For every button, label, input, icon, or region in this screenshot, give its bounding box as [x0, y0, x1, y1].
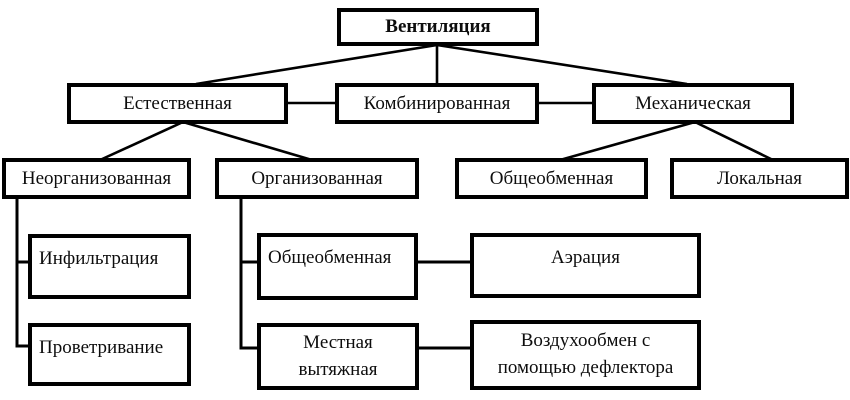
node-aeration: Аэрация — [470, 233, 701, 298]
node-unorganized: Неорганизованная — [2, 158, 191, 199]
node-infiltration: Инфильтрация — [28, 234, 191, 299]
node-organized-label: Организованная — [251, 167, 383, 189]
node-ventilation: Вентиляция — [337, 8, 539, 46]
node-combined-label: Комбинированная — [363, 92, 511, 114]
node-deflector-air-exchange-label: Воздухообмен с помощью дефлектора — [497, 330, 674, 378]
node-general-exchange-organized: Общеобменная — [257, 233, 418, 300]
node-general-exchange-organized-label: Общеобменная — [268, 247, 392, 268]
node-aeration-label: Аэрация — [551, 247, 620, 268]
node-airing-label: Проветривание — [39, 337, 164, 358]
node-general-exchange-mechanical: Общеобменная — [455, 158, 648, 199]
node-mechanical-label: Механическая — [635, 92, 751, 114]
node-infiltration-label: Инфильтрация — [39, 248, 159, 269]
node-unorganized-label: Неорганизованная — [21, 167, 172, 189]
node-airing: Проветривание — [28, 323, 191, 386]
node-mechanical: Механическая — [592, 83, 794, 124]
node-combined: Комбинированная — [335, 83, 539, 124]
node-ventilation-label: Вентиляция — [385, 16, 491, 38]
node-deflector-air-exchange: Воздухообмен с помощью дефлектора — [470, 320, 701, 390]
node-natural: Естественная — [67, 83, 288, 124]
node-local-exhaust-label: Местная вытяжная — [298, 331, 378, 380]
node-local-label: Локальная — [717, 167, 802, 189]
node-organized: Организованная — [215, 158, 419, 199]
node-local-exhaust: Местная вытяжная — [257, 323, 419, 390]
node-local: Локальная — [670, 158, 849, 199]
node-natural-label: Естественная — [123, 92, 232, 114]
node-general-exchange-mechanical-label: Общеобменная — [489, 167, 614, 189]
